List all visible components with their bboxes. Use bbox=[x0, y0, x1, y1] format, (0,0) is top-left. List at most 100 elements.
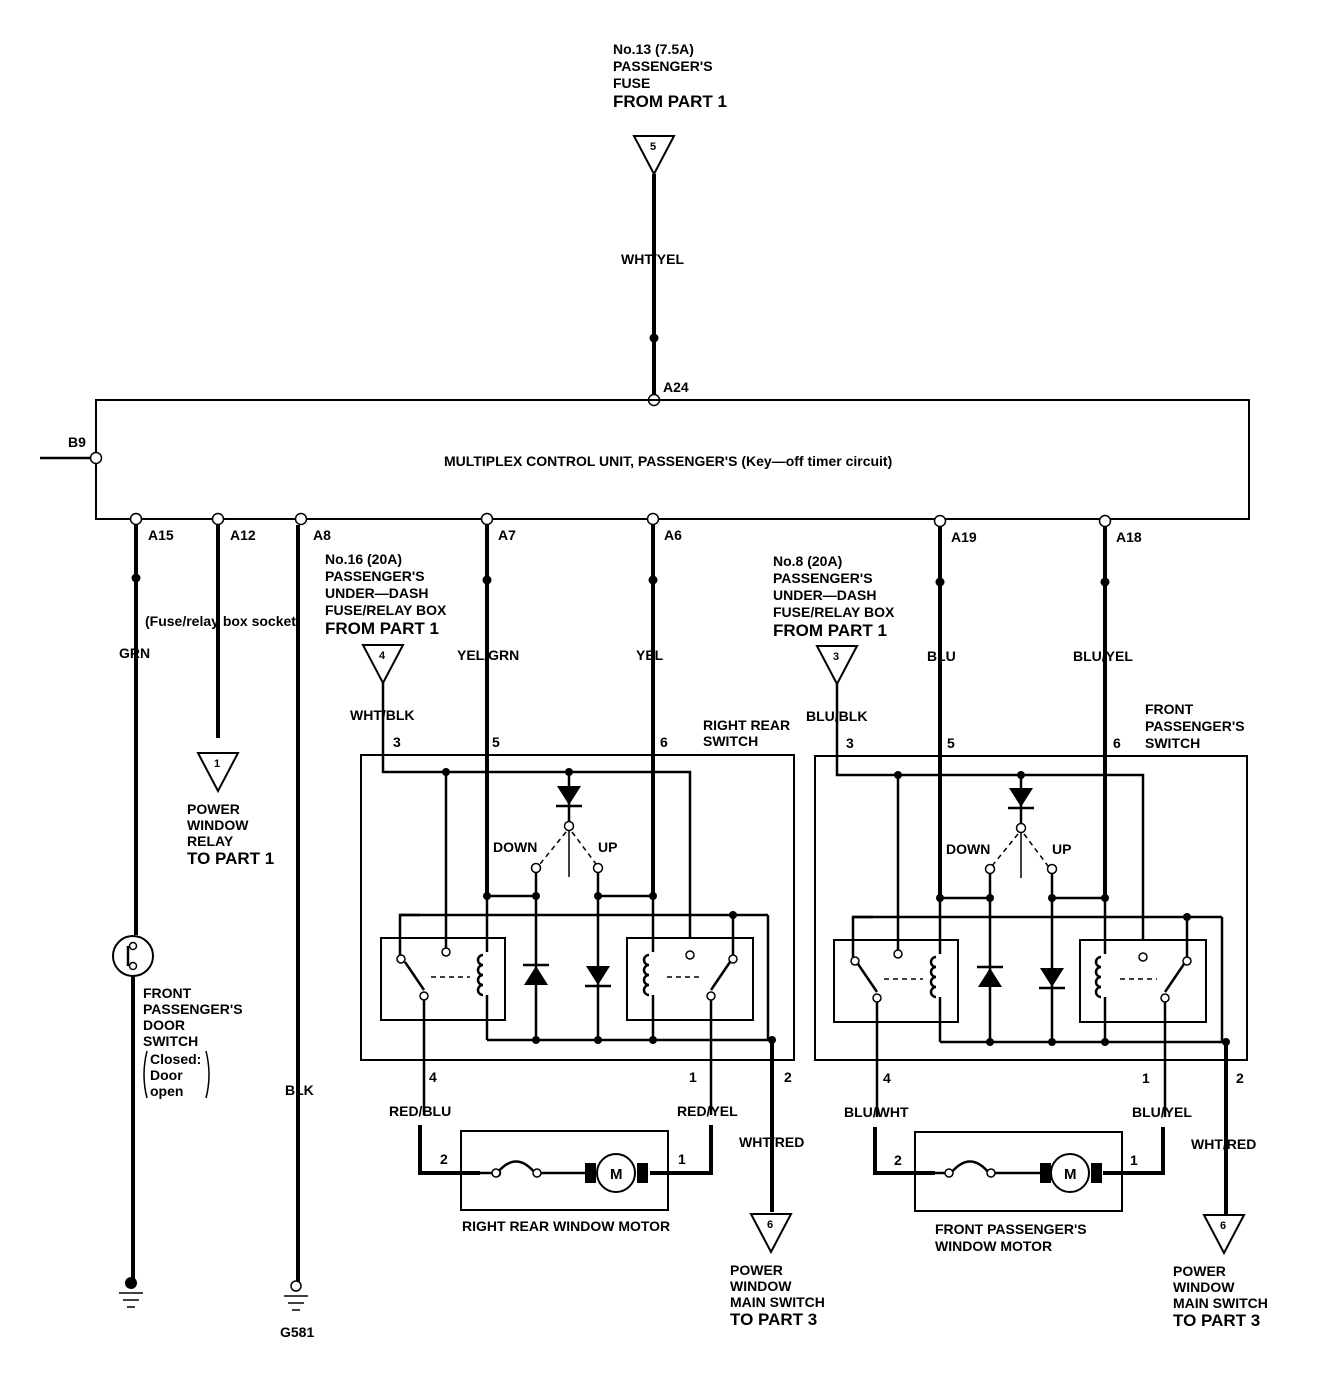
door-switch-label4: SWITCH bbox=[143, 1033, 198, 1049]
fp-switch-up-path bbox=[1023, 833, 1049, 867]
door-switch-label1: FRONT bbox=[143, 985, 192, 1001]
rr-wire-4-label: RED/BLU bbox=[389, 1103, 451, 1119]
top-fuse-line2: PASSENGER'S bbox=[613, 58, 713, 74]
rr-terminal-4: 4 bbox=[429, 1069, 437, 1085]
fp-up-contact bbox=[1046, 863, 1058, 875]
fp-relay-left-blade bbox=[856, 963, 879, 993]
junction-dot bbox=[648, 575, 658, 585]
fp-up-label: UP bbox=[1052, 841, 1071, 857]
relay-label3: RELAY bbox=[187, 833, 234, 849]
door-switch-label2: PASSENGER'S bbox=[143, 1001, 243, 1017]
door-switch-contact bbox=[128, 961, 138, 971]
rr-fuse-label5: FROM PART 1 bbox=[325, 619, 439, 638]
junction-dot bbox=[935, 577, 945, 587]
junction-dot bbox=[1048, 1038, 1056, 1046]
fp-terminal-4: 4 bbox=[883, 1070, 891, 1086]
rr-up-contact bbox=[592, 862, 604, 874]
rr-fuse-label3: UNDER—DASH bbox=[325, 585, 428, 601]
fp-relay-right-common bbox=[1160, 993, 1170, 1003]
pin-a15-label: A15 bbox=[148, 527, 174, 543]
fp-fuse-label4: FUSE/RELAY BOX bbox=[773, 604, 895, 620]
rr-fuse-label4: FUSE/RELAY BOX bbox=[325, 602, 447, 618]
fp-motor-symbol: M bbox=[1064, 1166, 1077, 1183]
rr-up-label: UP bbox=[598, 839, 617, 855]
junction-dot bbox=[131, 573, 141, 583]
multiplex-control-unit: MULTIPLEX CONTROL UNIT, PASSENGER'S (Key… bbox=[40, 399, 1250, 545]
junction-dot bbox=[482, 575, 492, 585]
rr-terminal-2: 2 bbox=[784, 1069, 792, 1085]
fp-relay-right-blade bbox=[1163, 963, 1186, 993]
pin-a18-terminal bbox=[1098, 514, 1112, 528]
fp-out-connector-triangle bbox=[1202, 1214, 1246, 1256]
pin-a8-terminal bbox=[294, 512, 308, 526]
rr-terminal-5: 5 bbox=[492, 734, 500, 750]
relay-connector-number: 1 bbox=[214, 758, 220, 770]
junction-dot bbox=[649, 333, 659, 343]
fp-wire-a18-label: BLU/YEL bbox=[1073, 648, 1133, 664]
rr-terminal-6: 6 bbox=[660, 734, 668, 750]
fp-motor-brush-icon bbox=[1040, 1163, 1051, 1183]
junction-dot bbox=[532, 1036, 540, 1044]
door-switch-label3: DOOR bbox=[143, 1017, 185, 1033]
wire-blk-label: BLK bbox=[285, 1082, 314, 1098]
fuse-socket-label: (Fuse/relay box socket) bbox=[145, 613, 301, 629]
relay-label1: POWER bbox=[187, 801, 240, 817]
fp-diode-mid-left-icon bbox=[978, 968, 1002, 987]
rr-wire-1-to-motor bbox=[650, 1125, 713, 1175]
rr-down-label: DOWN bbox=[493, 839, 537, 855]
rr-diode-mid-right-icon bbox=[586, 966, 610, 985]
junction-dot bbox=[649, 1036, 657, 1044]
junction-dot bbox=[729, 911, 737, 919]
ground-node bbox=[290, 1280, 302, 1292]
fp-switch-down-path bbox=[991, 833, 1019, 867]
junction-dot bbox=[1101, 1038, 1109, 1046]
rr-breaker-contact bbox=[532, 1168, 542, 1178]
junction-dot bbox=[594, 1036, 602, 1044]
pin-a18-label: A18 bbox=[1116, 529, 1142, 545]
pin-a7-terminal bbox=[480, 512, 494, 526]
junction-dot bbox=[1100, 577, 1110, 587]
top-fuse-line3: FUSE bbox=[613, 75, 650, 91]
fp-diode-top-icon bbox=[1009, 788, 1033, 807]
note-bracket-left bbox=[143, 1050, 148, 1099]
rr-feed-bus bbox=[381, 683, 692, 938]
pin-b9-label: B9 bbox=[68, 434, 86, 450]
fp-out-label2: WINDOW bbox=[1173, 1279, 1235, 1295]
fp-switch-label2: PASSENGER'S bbox=[1145, 718, 1245, 734]
fp-relay-frame bbox=[851, 915, 873, 957]
fp-motor-terminal-1: 1 bbox=[1130, 1152, 1138, 1168]
pin-a7-label: A7 bbox=[498, 527, 516, 543]
fp-relay-right-nc bbox=[1182, 956, 1192, 966]
fp-out-label1: POWER bbox=[1173, 1263, 1226, 1279]
fp-diode-mid-right-icon bbox=[1040, 968, 1064, 987]
top-fuse-connector-triangle bbox=[632, 135, 676, 177]
fp-coil-left-icon bbox=[929, 955, 937, 999]
door-switch-note3: open bbox=[150, 1083, 183, 1099]
fp-terminal-5: 5 bbox=[947, 735, 955, 751]
fp-breaker-contact bbox=[986, 1168, 996, 1178]
fp-wire-a19-label: BLU bbox=[927, 648, 956, 664]
wire-wht-yel-label: WHT/YEL bbox=[621, 251, 684, 267]
fp-down-contact bbox=[984, 863, 996, 875]
rr-motor-brush-icon bbox=[585, 1163, 596, 1183]
fp-fuse-label1: No.8 (20A) bbox=[773, 553, 842, 569]
pin-a19-terminal bbox=[933, 514, 947, 528]
pin-a8-label: A8 bbox=[313, 527, 331, 543]
rr-wire-4-to-motor bbox=[418, 1125, 480, 1175]
fp-relay-left-nc bbox=[850, 956, 860, 966]
rr-fuse-label1: No.16 (20A) bbox=[325, 551, 402, 567]
rr-relay-left-nc bbox=[396, 954, 406, 964]
relay-connector-triangle bbox=[196, 752, 240, 794]
top-fuse-connector-number: 5 bbox=[650, 141, 656, 153]
rr-diode-top-icon bbox=[557, 786, 581, 805]
pin-a19-label: A19 bbox=[951, 529, 977, 545]
rr-switch-label2: SWITCH bbox=[703, 733, 758, 749]
fp-fuse-label3: UNDER—DASH bbox=[773, 587, 876, 603]
fp-motor-icon bbox=[1050, 1153, 1090, 1193]
pin-a24-label: A24 bbox=[663, 379, 689, 395]
rr-motor-brush-icon bbox=[637, 1163, 648, 1183]
left-circuits: GRN FRONT PASSENGER'S DOOR SWITCH Closed… bbox=[112, 525, 314, 1340]
fp-switch-housing bbox=[814, 755, 1248, 1061]
fp-terminal-3: 3 bbox=[846, 735, 854, 751]
